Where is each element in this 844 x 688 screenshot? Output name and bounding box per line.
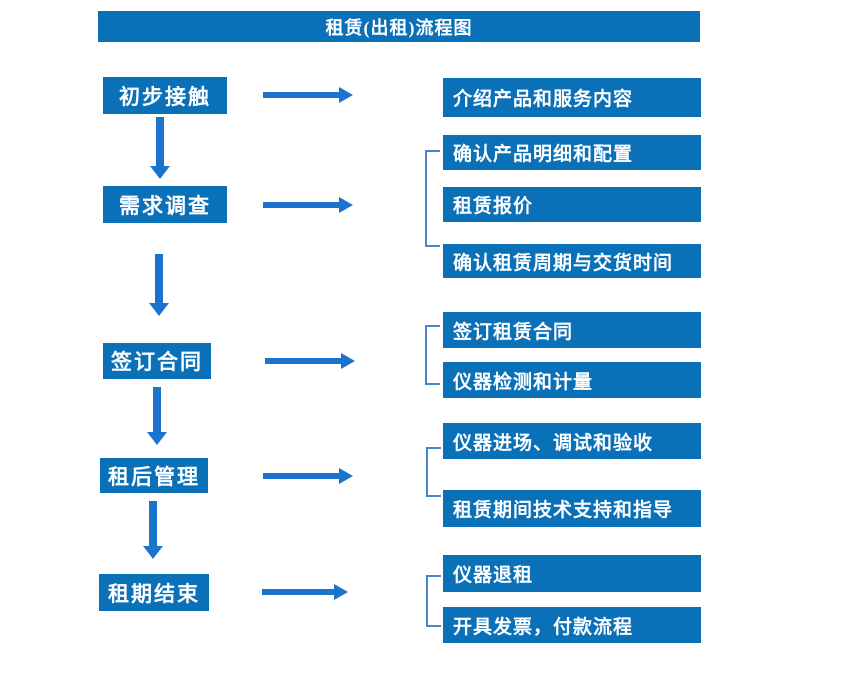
detail-sign-rental-contract: 签订租赁合同 [443,312,701,348]
right-arrow-icon [263,87,353,103]
arrow-head [341,353,355,369]
group-bracket [425,325,440,385]
down-arrow-icon [149,254,169,316]
arrow-head [149,303,169,316]
arrow-stem [262,589,335,595]
detail-confirm-period-delivery: 确认租赁周期与交货时间 [443,244,701,278]
detail-confirm-product-config: 确认产品明细和配置 [443,135,701,170]
step-rental-end: 租期结束 [99,574,209,611]
right-arrow-icon [263,197,353,213]
arrow-head [143,546,163,559]
detail-instrument-testing: 仪器检测和计量 [443,362,701,398]
step-demand-survey: 需求调查 [103,186,227,223]
arrow-stem [263,202,340,208]
arrow-head [339,87,353,103]
arrow-stem [149,501,157,547]
arrow-stem [153,387,161,433]
page-title: 租赁(出租)流程图 [98,11,700,42]
right-arrow-icon [265,353,355,369]
group-bracket [426,447,441,497]
arrow-stem [263,92,340,98]
detail-introduce-products: 介绍产品和服务内容 [443,78,701,117]
arrow-stem [156,117,164,167]
group-bracket [425,150,440,247]
detail-tech-support: 租赁期间技术支持和指导 [443,490,701,527]
arrow-head [339,197,353,213]
arrow-head [334,584,348,600]
arrow-head [150,166,170,179]
down-arrow-icon [150,117,170,179]
step-post-rental-management: 租后管理 [100,458,208,493]
detail-invoice-payment: 开具发票，付款流程 [443,607,701,643]
arrow-stem [155,254,163,304]
step-sign-contract: 签订合同 [103,343,211,379]
down-arrow-icon [147,387,167,445]
down-arrow-icon [143,501,163,559]
arrow-stem [263,473,340,479]
detail-instrument-return: 仪器退租 [443,555,701,592]
step-initial-contact: 初步接触 [103,77,227,114]
right-arrow-icon [262,584,348,600]
group-bracket [426,575,441,627]
arrow-head [147,432,167,445]
detail-instrument-setup-acceptance: 仪器进场、调试和验收 [443,423,701,459]
right-arrow-icon [263,468,353,484]
detail-rental-quote: 租赁报价 [443,187,701,222]
arrow-head [339,468,353,484]
arrow-stem [265,358,342,364]
